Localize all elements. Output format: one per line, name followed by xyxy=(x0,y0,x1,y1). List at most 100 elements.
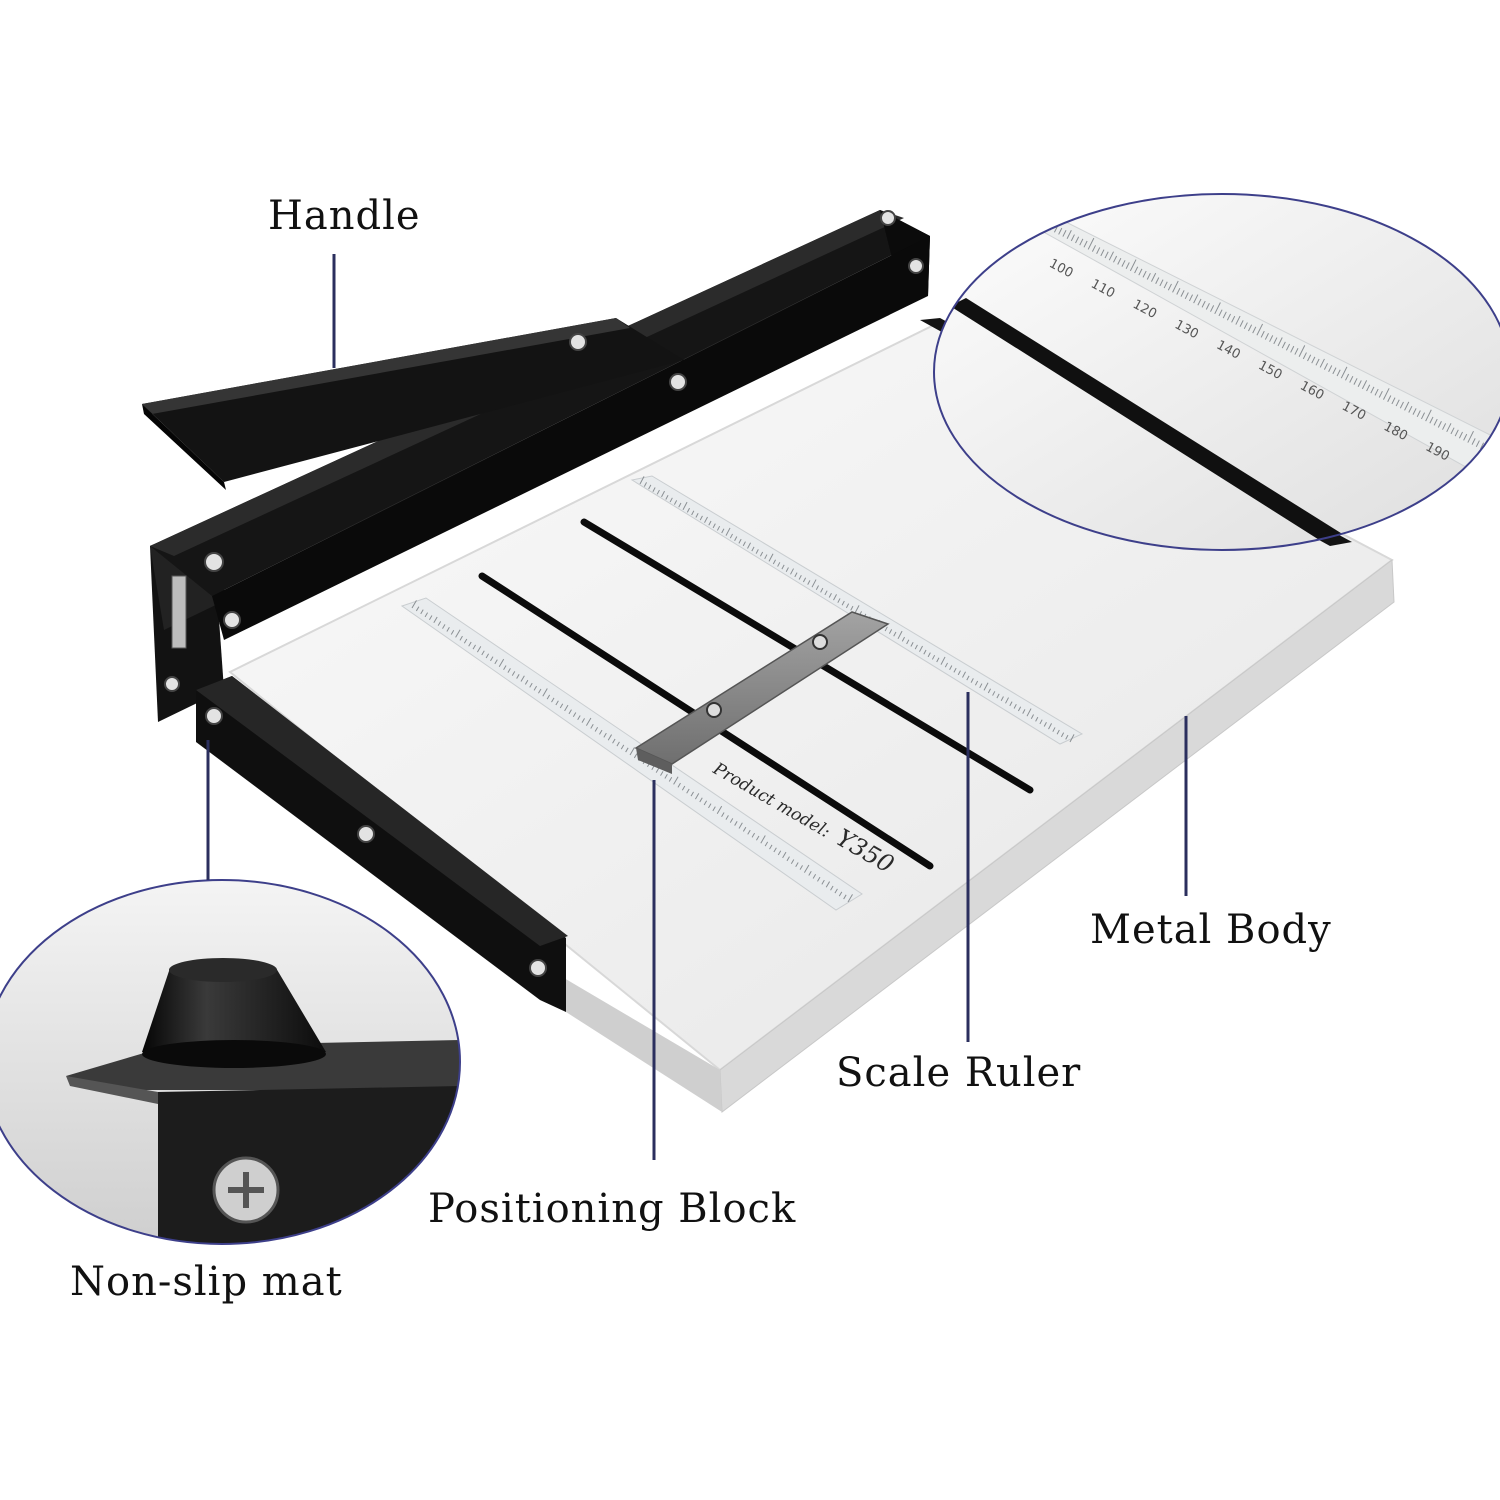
ruler-tick xyxy=(1129,259,1137,272)
ruler-tick xyxy=(742,541,746,547)
frame-screw xyxy=(204,552,224,572)
ruler-tick xyxy=(652,487,656,492)
ruler-tick xyxy=(1083,240,1088,248)
ruler-tick xyxy=(785,567,789,572)
blade-arm xyxy=(150,210,930,596)
ruler-tick xyxy=(661,490,665,498)
ruler-tick xyxy=(1113,255,1118,263)
ruler-tick xyxy=(625,747,629,753)
ruler-tick xyxy=(1151,272,1157,282)
ruler-tick xyxy=(1454,429,1459,437)
ruler-tick xyxy=(742,826,747,832)
ruler-tick xyxy=(773,847,777,853)
ruler-tick xyxy=(429,615,433,621)
ruler-tick xyxy=(1096,247,1101,254)
ruler-tick xyxy=(843,894,847,900)
ruler-tick xyxy=(919,645,923,652)
ruler-tick xyxy=(729,818,734,823)
ruler-tick xyxy=(660,771,664,776)
ruler-tick xyxy=(1383,388,1390,400)
ruler-tick xyxy=(1260,330,1265,338)
ruler-tick xyxy=(721,812,725,817)
ruler-tick xyxy=(490,656,494,662)
ruler-tick xyxy=(1222,311,1227,319)
ruler-tick xyxy=(786,856,790,862)
ruler-tick xyxy=(755,549,759,554)
rubber-foot xyxy=(142,968,326,1052)
ruler-tick xyxy=(485,653,490,659)
ruler-tick xyxy=(442,624,446,629)
ruler-tick xyxy=(764,554,768,560)
ruler-tick xyxy=(686,507,690,513)
ruler-tick xyxy=(983,682,989,691)
ruler-tick xyxy=(962,671,966,678)
ruler-tick xyxy=(1172,280,1179,293)
block-screw xyxy=(706,702,722,718)
ruler-tick xyxy=(1205,303,1210,310)
ruler-tick xyxy=(1319,358,1325,368)
ruler-tick xyxy=(1060,732,1065,738)
ruler-tick xyxy=(1121,260,1126,267)
ruler-tick xyxy=(694,793,700,800)
ruler-tick xyxy=(1091,245,1096,252)
ruler-tick xyxy=(1357,380,1362,387)
ruler-tick xyxy=(1302,352,1307,360)
ruler-tick xyxy=(1492,448,1497,456)
frame-front-rail xyxy=(196,676,566,1012)
frame-screw xyxy=(529,959,547,977)
ruler-tick xyxy=(738,822,743,829)
ruler-tick xyxy=(1159,279,1164,287)
ruler-tick xyxy=(756,835,760,841)
ruler-tick xyxy=(716,805,723,815)
ruler-tick xyxy=(824,590,828,596)
ruler-tick xyxy=(507,668,511,673)
ruler-tick xyxy=(764,841,769,847)
ruler-tick xyxy=(906,639,910,645)
ruler-tick xyxy=(936,657,940,663)
ruler-tick xyxy=(572,712,577,718)
ruler-tick xyxy=(1277,337,1283,347)
positioning-block-front xyxy=(636,748,672,774)
ruler-tick xyxy=(520,675,525,682)
mat-zoom-ring xyxy=(0,879,461,1245)
ruler-tick xyxy=(1155,277,1160,285)
ruler-tick xyxy=(669,497,673,503)
ruler-tick xyxy=(511,671,516,676)
ruler-tick xyxy=(845,603,850,609)
ruler-tick xyxy=(1048,723,1052,730)
ruler-tick xyxy=(599,729,603,735)
cutter-handle[interactable] xyxy=(142,318,687,490)
ruler-tick xyxy=(708,520,712,526)
frame-screw xyxy=(164,676,180,692)
ruler-tick xyxy=(1062,230,1067,237)
ruler-tick xyxy=(1125,262,1130,269)
ruler-tick xyxy=(888,629,893,634)
ruler-tick xyxy=(987,688,991,694)
ruler-tick xyxy=(664,774,668,779)
ruler-tick xyxy=(815,585,819,591)
ruler-tick xyxy=(782,851,787,859)
ruler-tick xyxy=(437,621,442,626)
ruler-tick xyxy=(594,726,599,732)
ruler-tick xyxy=(1176,287,1181,295)
ruler-tick xyxy=(1311,356,1316,364)
ruler-tick xyxy=(1361,380,1368,390)
positioning-block[interactable] xyxy=(634,611,890,774)
ruler-tick xyxy=(1013,703,1017,709)
rubber-foot-base xyxy=(142,1040,326,1068)
ruler-tick xyxy=(1488,444,1494,454)
handle-top-highlight xyxy=(142,318,630,414)
ruler-tick xyxy=(433,616,438,623)
ruler-tick xyxy=(777,850,782,856)
blade-arm-underside xyxy=(212,236,930,640)
ruler-tick xyxy=(690,791,694,797)
ruler-tick xyxy=(953,667,957,673)
front-ruler-strip xyxy=(400,597,863,911)
ruler-tick xyxy=(837,598,841,603)
ruler-tick xyxy=(1231,315,1236,323)
ruler-tick xyxy=(979,683,983,689)
ruler-tick xyxy=(712,523,716,529)
ruler-tick xyxy=(799,865,803,870)
ruler-tick xyxy=(725,527,731,536)
ruler-tick xyxy=(1463,433,1468,441)
